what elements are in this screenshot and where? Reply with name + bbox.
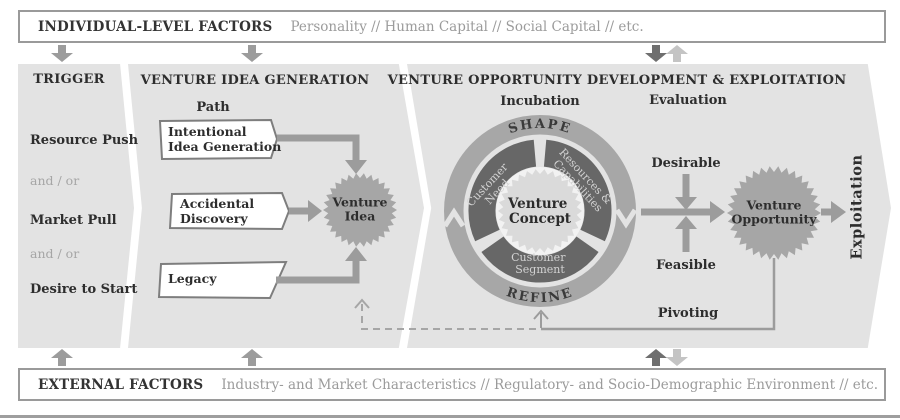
individual-factors-title: INDIVIDUAL-LEVEL FACTORS — [38, 18, 273, 35]
down-arrow-icon — [51, 45, 73, 62]
venture-idea-label: Venture Idea — [332, 194, 388, 224]
trigger-item-market-pull: Market Pull — [30, 213, 117, 228]
evaluation-label: Evaluation — [649, 93, 727, 108]
trigger-connector-2: and / or — [30, 246, 80, 261]
customer-segment-label: Customer Segment — [511, 251, 569, 276]
ring-shape-label: SHAPE — [507, 117, 572, 137]
up-arrow-icon — [666, 45, 688, 62]
arrowhead-up-icon — [675, 216, 697, 229]
individual-factors-description: Personality // Human Capital // Social C… — [290, 18, 644, 35]
ring-refine-label: REFINE — [505, 285, 574, 306]
arrowhead-up-icon — [345, 247, 367, 261]
incubation-label: Incubation — [500, 94, 580, 109]
external-factors-bar: EXTERNAL FACTORS Industry- and Market Ch… — [18, 368, 886, 401]
svg-text:REFINE: REFINE — [505, 285, 576, 306]
arrowhead-right-icon — [831, 201, 846, 223]
venture-concept-label: Venture Concept — [507, 196, 572, 227]
arrowhead-down-icon — [345, 160, 367, 174]
ring-separator — [463, 134, 617, 288]
down-arrow-icon — [645, 45, 667, 62]
feasible-label: Feasible — [656, 258, 716, 273]
arrowhead-right-icon — [710, 201, 725, 223]
individual-factors-bar: INDIVIDUAL-LEVEL FACTORS Personality // … — [18, 10, 886, 43]
segment-customer-need — [468, 139, 537, 242]
up-arrow-icon — [241, 349, 263, 366]
up-arrow-icon — [645, 349, 667, 366]
arrowhead-right-icon — [308, 200, 322, 222]
pivot-line — [541, 258, 776, 331]
intentional-box-label: Intentional Idea Generation — [168, 124, 282, 154]
legacy-to-idea-connector — [276, 260, 360, 284]
intentional-box — [158, 118, 279, 161]
up-arrow-icon — [51, 349, 73, 366]
exploitation-label: Exploitation — [848, 154, 866, 260]
venture-concept-ring: SHAPE REFINE Customer Need Resources & C… — [443, 115, 637, 307]
legacy-box-label: Legacy — [168, 271, 217, 286]
pivot-dashed-arrowhead-icon — [354, 298, 370, 309]
venture-concept-starburst — [498, 169, 582, 253]
trigger-item-resource-push: Resource Push — [30, 133, 139, 148]
arrowhead-down-icon — [675, 197, 697, 210]
path-label: Path — [196, 100, 230, 115]
legacy-box — [157, 260, 288, 300]
down-arrow-icon — [241, 45, 263, 62]
pivoting-label: Pivoting — [657, 306, 719, 321]
trigger-panel-title: TRIGGER — [33, 72, 105, 87]
intentional-to-idea-connector — [277, 134, 360, 161]
trigger-item-desire-to-start: Desire to Start — [30, 282, 138, 297]
rotate-chevron-up-icon — [443, 207, 466, 228]
opportunity-panel-title: VENTURE OPPORTUNITY DEVELOPMENT & EXPLOI… — [387, 73, 847, 88]
bottom-divider — [0, 415, 900, 418]
trigger-panel — [18, 64, 134, 348]
rotate-chevron-down-icon — [614, 208, 637, 229]
external-factors-description: Industry- and Market Characteristics // … — [221, 376, 878, 393]
venture-idea-starburst — [323, 173, 397, 247]
pivot-arrowhead-icon — [533, 309, 549, 320]
segment-customer-segment — [481, 236, 599, 283]
external-factors-title: EXTERNAL FACTORS — [38, 376, 204, 393]
down-arrow-icon — [666, 349, 688, 366]
pivot-dashed-line — [361, 304, 536, 330]
segment-resources-capabilities — [543, 139, 612, 242]
accidental-box-label: Accidental Discovery — [180, 196, 255, 226]
venture-opportunity-label: Venture Opportunity — [731, 197, 817, 227]
venture-opportunity-starburst — [727, 166, 821, 260]
accidental-box — [168, 191, 291, 231]
svg-text:SHAPE: SHAPE — [507, 117, 574, 137]
trigger-connector-1: and / or — [30, 173, 80, 188]
desirable-label: Desirable — [651, 156, 721, 171]
idea-panel-title: VENTURE IDEA GENERATION — [140, 73, 370, 88]
